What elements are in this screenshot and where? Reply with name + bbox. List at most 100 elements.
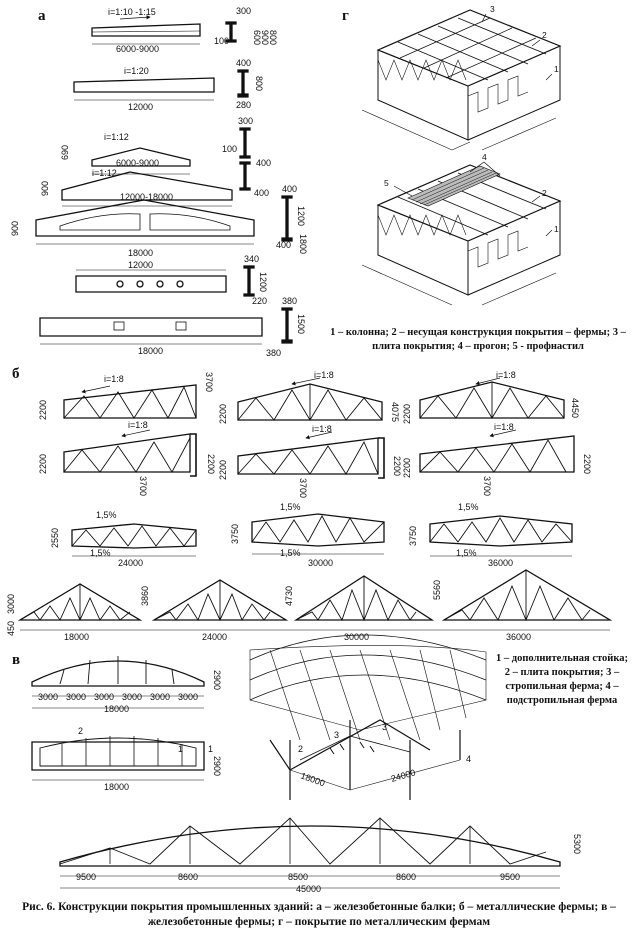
b-r3-2-bottom: 1,5%: [280, 548, 301, 558]
v-a1-seg-5: 3000: [178, 692, 198, 702]
b-r2-2-mid: 3700: [298, 478, 308, 498]
beam-1: [91, 15, 237, 45]
v-a1-seg-3: 3000: [122, 692, 142, 702]
beam1-dim-0: 300: [236, 6, 251, 16]
b-r2-3-mid: 3700: [482, 476, 492, 496]
v-a1-span: 18000: [104, 704, 129, 714]
beam1-dim-3: 900: [260, 30, 270, 45]
section-label-a: а: [38, 8, 46, 24]
beam3-span: 6000-9000: [116, 158, 159, 168]
b-r2-2-right: 2200: [392, 456, 402, 476]
legend-part-v: 1 – дополнительная стойка; 2 – плита пок…: [496, 653, 628, 706]
beam-2: [73, 69, 249, 101]
beam5-span: 18000: [128, 248, 153, 258]
beam4-slope: i=1:12: [92, 168, 117, 178]
truss-row4-2: [151, 579, 289, 622]
beam6-dim-1: 1200: [258, 272, 268, 292]
v-a2-span: 18000: [104, 782, 129, 792]
part-v-trusses: [31, 634, 561, 889]
perspective-roof: [249, 634, 487, 800]
truss-row4-4: [441, 569, 613, 622]
b-r3-2-top: 1,5%: [280, 502, 301, 512]
b-r4-2-span: 24000: [202, 632, 227, 642]
g-mark-4: 4: [482, 152, 487, 162]
legend-part-g: 1 – колонна; 2 – несущая конструкция пок…: [330, 327, 626, 352]
v-p-span-1: 24000: [390, 767, 417, 784]
beam2-dim-1: 800: [254, 76, 264, 91]
beam1-dim-2: 600: [252, 30, 262, 45]
b-r3-1-span: 24000: [118, 558, 143, 568]
part-a-labels: i=1:10 -1:15 6000-9000 300 100 600 900 8…: [10, 6, 308, 358]
section-label-v: в: [12, 652, 20, 668]
v-p-mark-0: 3: [334, 730, 339, 740]
b-r1-2-slope: i=1:8: [314, 370, 334, 380]
v-a1-seg-2: 3000: [94, 692, 114, 702]
b-r1-1-right: 3700: [204, 372, 214, 392]
beam7-span: 18000: [138, 346, 163, 356]
part-a-beams: [35, 15, 293, 345]
beam-4: [61, 171, 233, 207]
b-r4-3-span: 30000: [344, 632, 369, 642]
part-b-trusses: [17, 377, 613, 631]
b-r2-1-left: 2200: [38, 454, 48, 474]
b-r4-left-1: 450: [6, 621, 16, 636]
b-r2-2-left: 2200: [218, 460, 228, 480]
b-r3-3-span: 36000: [488, 558, 513, 568]
beam5-dim-1: 400: [282, 184, 297, 194]
v-p-span-0: 18000: [299, 770, 326, 788]
v-a1-seg-4: 3000: [150, 692, 170, 702]
beam5-dim-0: 900: [10, 221, 20, 236]
figure-caption: Рис. 6. Конструкции покрытия промышленны…: [22, 901, 616, 928]
beam3-dim-3: 400: [256, 158, 271, 168]
beam5-dim-4: 1800: [298, 234, 308, 254]
b-r1-1-slope: i=1:8: [104, 374, 124, 384]
v-a2-height: 2900: [212, 756, 222, 776]
beam-6: [75, 265, 255, 297]
beam3-dim-1: 300: [238, 116, 253, 126]
truss-row1-1: [63, 384, 197, 419]
b-r3-3-bottom: 1,5%: [456, 548, 477, 558]
b-r4-2-height: 4730: [284, 586, 294, 606]
b-r1-2-right: 4075: [390, 402, 400, 422]
b-r4-3-height: 5560: [432, 580, 442, 600]
truss-row4-3: [293, 575, 435, 622]
b-r3-2-height: 3750: [230, 524, 240, 544]
b-r2-1-mid: 3700: [138, 476, 148, 496]
truss-row1-3: [419, 377, 565, 419]
arch-2: [31, 736, 205, 781]
b-r3-3-top: 1,5%: [458, 502, 479, 512]
beam1-span: 6000-9000: [116, 44, 159, 54]
beam2-dim-2: 280: [236, 100, 251, 110]
beam6-dim-2: 220: [252, 296, 267, 306]
g-mark-2b: 2: [542, 188, 547, 198]
b-r1-3-right: 4450: [570, 398, 580, 418]
beam3-dim-2: 100: [222, 144, 237, 154]
v-a3-seg-1: 8600: [178, 872, 198, 882]
beam2-span: 12000: [128, 102, 153, 112]
section-label-g: г: [342, 8, 349, 24]
truss-row1-2: [237, 377, 383, 421]
truss-row3-2: [251, 513, 385, 547]
truss-row3-1: [71, 523, 197, 549]
beam6-dim-0: 340: [244, 254, 259, 264]
truss-row3-3: [429, 515, 573, 547]
v-a1-height: 2900: [212, 670, 222, 690]
beam1-dim-4: 800: [268, 30, 278, 45]
beam7-dim-2: 380: [266, 348, 281, 358]
part-g-iso: [361, 9, 562, 306]
v-p-mark-2: 2: [298, 744, 303, 754]
beam1-slope: i=1:10 -1:15: [108, 7, 156, 17]
v-a3-seg-4: 9500: [500, 872, 520, 882]
v-a3-seg-2: 8500: [288, 872, 308, 882]
v-a3-span: 45000: [296, 884, 321, 894]
beam2-slope: i=1:20: [124, 66, 149, 76]
v-a2-mark-2: 2: [78, 726, 83, 736]
v-a3-seg-3: 8600: [396, 872, 416, 882]
v-a1-seg-1: 3000: [66, 692, 86, 702]
truss-row4-1: [17, 583, 143, 622]
b-r2-3-slope: i=1:8: [494, 422, 514, 432]
part-g-marks: 3 2 1 4 5 2 1: [384, 4, 559, 234]
b-r1-2-left: 2200: [218, 404, 228, 424]
beam5-dim-2: 1200: [296, 206, 306, 226]
truss-row2-3: [419, 429, 575, 473]
